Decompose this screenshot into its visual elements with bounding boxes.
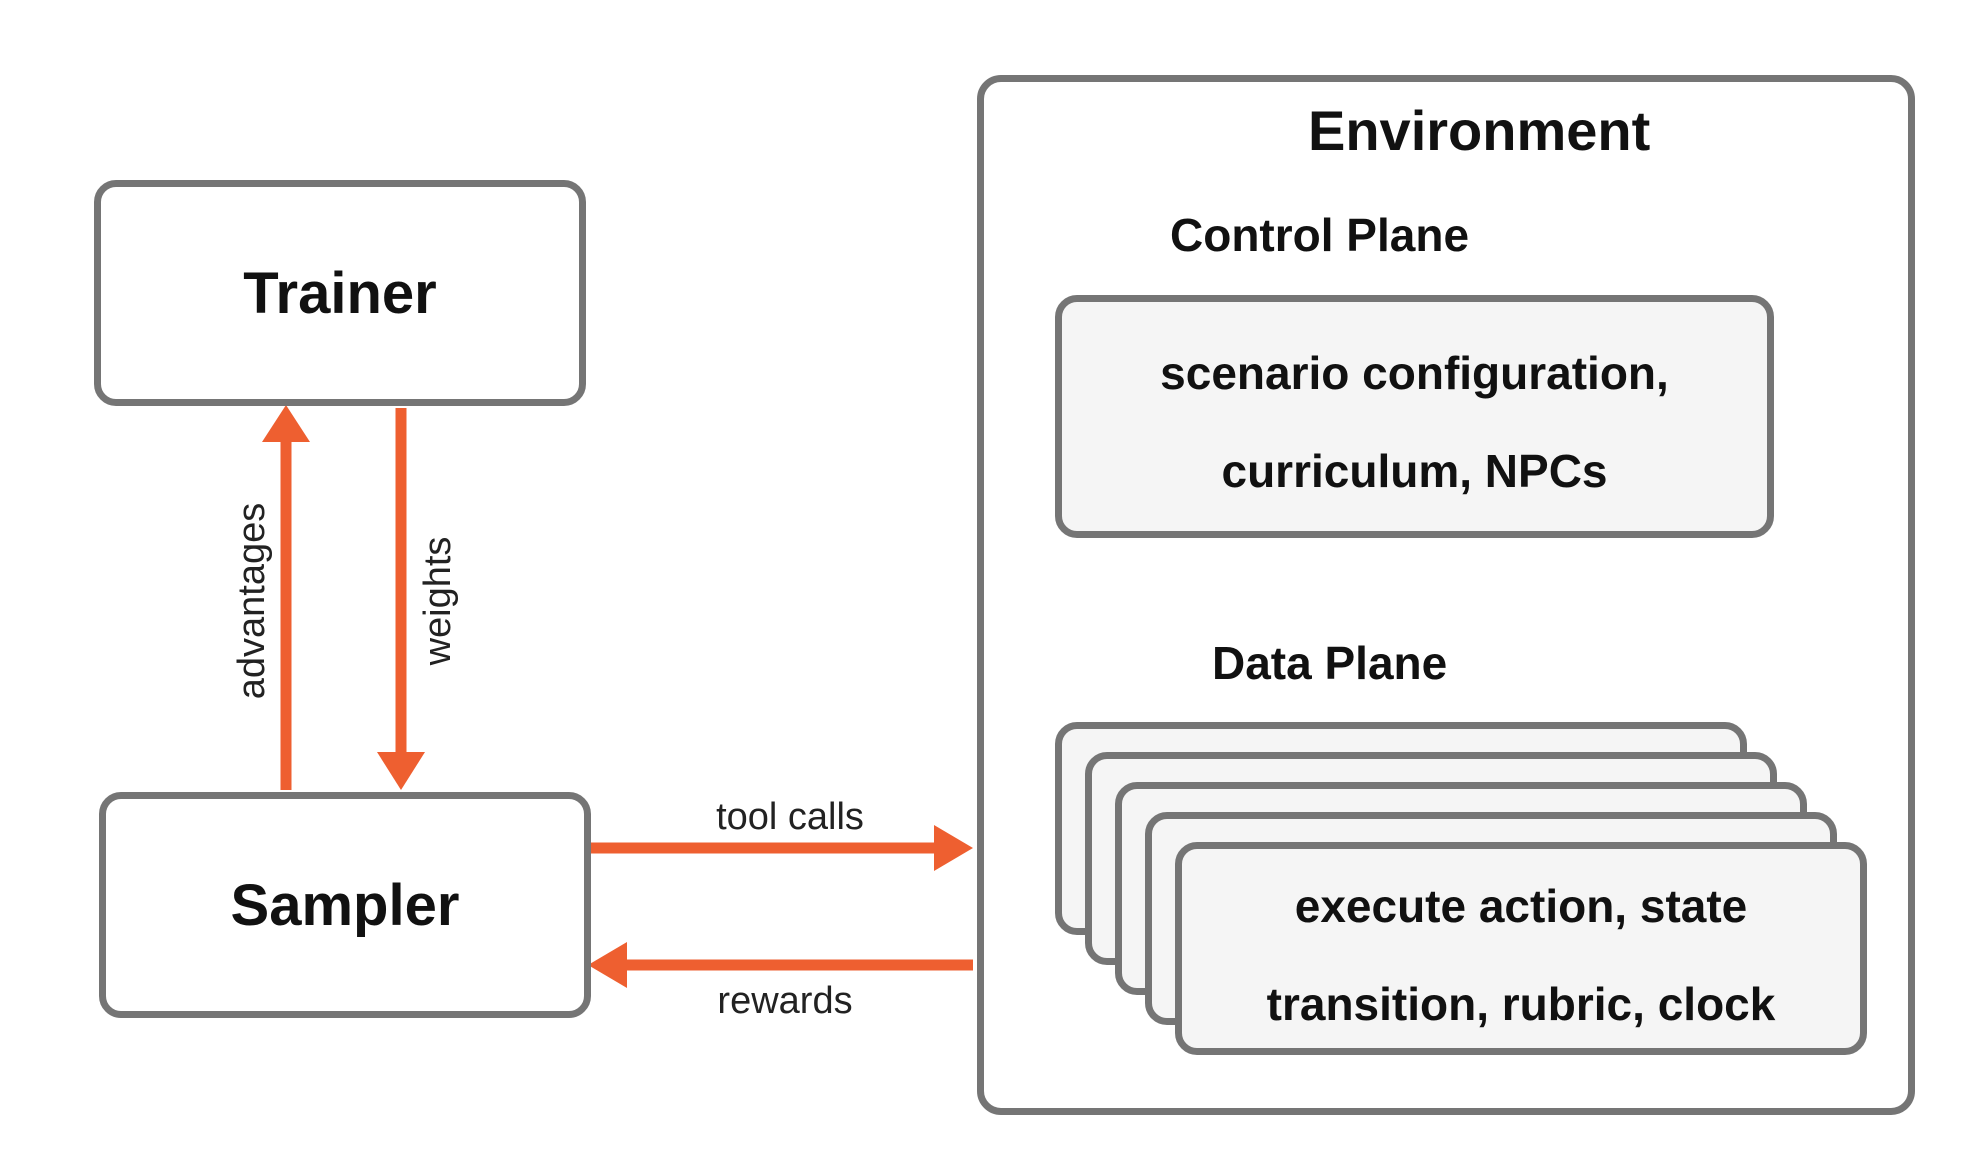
sampler-label: Sampler	[230, 872, 460, 938]
weights-label: weights	[417, 536, 459, 666]
trainer-label: Trainer	[243, 260, 437, 326]
control-plane-title: Control Plane	[1170, 209, 1470, 261]
data-plane-card: execute action, state transition, rubric…	[1175, 842, 1867, 1055]
sampler-node: Sampler	[99, 792, 591, 1018]
trainer-node: Trainer	[94, 180, 586, 406]
control-plane-line-2: curriculum, NPCs	[1221, 445, 1608, 497]
tool-calls-arrow	[588, 825, 973, 871]
rewards-arrow	[588, 942, 973, 988]
weights-arrow	[377, 408, 425, 790]
control-plane-line-1: scenario configuration,	[1160, 347, 1669, 399]
data-plane-title: Data Plane	[1212, 637, 1448, 689]
data-plane-line-2: transition, rubric, clock	[1266, 978, 1776, 1030]
data-plane-line-1: execute action, state	[1294, 880, 1748, 932]
control-plane-card: scenario configuration, curriculum, NPCs	[1055, 295, 1774, 538]
environment-title: Environment	[1308, 99, 1651, 162]
tool-calls-label: tool calls	[716, 796, 864, 838]
advantages-arrow	[262, 405, 310, 790]
rewards-label: rewards	[717, 980, 853, 1022]
advantages-label: advantages	[231, 502, 273, 700]
